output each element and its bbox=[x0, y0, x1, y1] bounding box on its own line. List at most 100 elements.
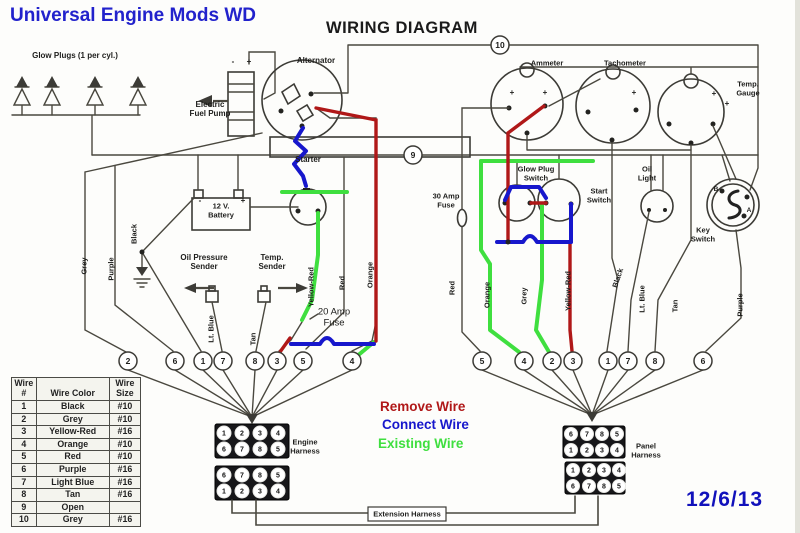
pump-minus-mark: - bbox=[231, 57, 235, 66]
connector-pin-number: 8 bbox=[602, 484, 606, 491]
wire-color-cell: Black bbox=[35, 400, 110, 414]
wire-number: 2 bbox=[550, 356, 555, 366]
connector-pin bbox=[612, 463, 626, 477]
engine-wire-run-label: Yellow-Red bbox=[306, 266, 316, 308]
wire-number: 7 bbox=[626, 356, 631, 366]
tachometer-label: Tachometer bbox=[604, 58, 646, 68]
connector-pin-number: 5 bbox=[276, 473, 280, 480]
ground-symbol bbox=[133, 267, 151, 288]
fuel-pump-symbol bbox=[198, 51, 276, 137]
glow-plugs-label: Glow Plugs (1 per cyl.) bbox=[32, 51, 118, 60]
panel-wire-run-label: Purple bbox=[735, 293, 745, 317]
wire-size-cell: #10 bbox=[108, 450, 142, 464]
engine-harness-label: Harness bbox=[290, 446, 320, 456]
page-title: Universal Engine Mods WD bbox=[10, 5, 256, 26]
ammeter-plus-mark: + bbox=[509, 88, 515, 97]
wire-number: 7 bbox=[221, 356, 226, 366]
oil-sender-label: Oil Pressure bbox=[180, 253, 228, 262]
harness-fan-line bbox=[251, 369, 256, 418]
connector-pin-number: 7 bbox=[585, 432, 589, 439]
connector-pin-number: 2 bbox=[240, 489, 244, 496]
connector-pin bbox=[216, 425, 232, 441]
fuse-20-label: Fuse bbox=[323, 317, 345, 329]
connector-pin-number: 8 bbox=[258, 473, 262, 480]
connector-pin bbox=[270, 425, 286, 441]
wire-size-cell: #16 bbox=[108, 488, 142, 502]
legend-existing-wire: Existing Wire bbox=[378, 436, 464, 451]
wire-number: 1 bbox=[201, 356, 206, 366]
key-switch-label: Key bbox=[696, 225, 710, 235]
engine-fan-arrow bbox=[246, 414, 258, 424]
battery-plus-mark: + bbox=[240, 196, 246, 205]
wire-number: 5 bbox=[480, 356, 485, 366]
engine-wire-run-label: Black bbox=[129, 223, 139, 245]
harness-fan-line bbox=[251, 369, 353, 418]
diagram-date: 12/6/13 bbox=[686, 488, 764, 511]
connector-pin-number: 1 bbox=[571, 468, 575, 475]
wire-number-circle bbox=[490, 35, 510, 55]
panel-fan-arrow bbox=[586, 412, 598, 422]
extension-harness-label-box bbox=[367, 506, 447, 522]
panel-wire-run-label: Lt. Blue bbox=[637, 285, 647, 313]
connector-pin bbox=[216, 467, 232, 483]
connector-pin-number: 4 bbox=[617, 468, 621, 475]
wire-size-cell: #16 bbox=[108, 462, 142, 477]
wire-number-circle bbox=[403, 145, 423, 165]
wire-number-cell: 5 bbox=[11, 450, 37, 464]
ammeter-plus-mark: + bbox=[542, 88, 548, 97]
wire-number: 4 bbox=[522, 356, 527, 366]
wire-size-cell bbox=[108, 500, 142, 515]
fuel-pump-label: Electric bbox=[195, 100, 225, 109]
wire-number-cell: 1 bbox=[11, 400, 37, 414]
connector-pin-number: 7 bbox=[240, 473, 244, 480]
start-switch-label: Start bbox=[590, 186, 608, 196]
fuse-30-label: Fuse bbox=[437, 200, 455, 210]
wire-size-cell: #16 bbox=[108, 475, 142, 490]
connector-pin-number: 3 bbox=[600, 448, 604, 455]
connect-wire-overlays bbox=[289, 126, 573, 346]
legend-remove-wire: Remove Wire bbox=[380, 399, 466, 414]
wire-number-circle bbox=[293, 351, 313, 371]
engine-wire-run-label: Lt. Blue bbox=[206, 315, 216, 343]
connector-pin bbox=[216, 483, 232, 499]
harness-fan-line bbox=[523, 369, 593, 416]
wire-number-circle bbox=[118, 351, 138, 371]
fuse-20-label: 20 Amp bbox=[317, 306, 351, 318]
battery-symbol bbox=[191, 154, 299, 231]
harness-fan-line bbox=[551, 369, 593, 416]
tach-plus-mark: + bbox=[631, 88, 637, 97]
connector-pin-number: 5 bbox=[276, 447, 280, 454]
temp-sender-label: Sender bbox=[258, 262, 286, 271]
wire-color-cell: Orange bbox=[35, 437, 110, 452]
engine-harness-connector bbox=[214, 423, 290, 501]
oil-light-label: Oil bbox=[641, 164, 653, 174]
starter-box bbox=[269, 136, 471, 158]
alternator-symbol bbox=[261, 59, 343, 141]
connector-pin-number: 1 bbox=[222, 489, 226, 496]
wire-number-circle bbox=[598, 351, 618, 371]
wire-number: 6 bbox=[173, 356, 178, 366]
connector-pin-number: 7 bbox=[240, 447, 244, 454]
pump-plus-mark: + bbox=[246, 57, 252, 66]
scan-edge-artifact bbox=[795, 0, 800, 533]
ammeter-label: Ammeter bbox=[530, 58, 564, 68]
engine-wire-run-label: Red bbox=[337, 275, 347, 291]
panel-harness-label: Panel bbox=[635, 441, 657, 451]
wire-number-cell: 10 bbox=[11, 513, 37, 527]
temp-gauge-label: Gauge bbox=[736, 88, 760, 98]
oil-sender-symbol bbox=[184, 283, 223, 352]
wire-color-cell: Red bbox=[35, 450, 110, 464]
fuel-pump-label: Fuel Pump bbox=[189, 109, 231, 118]
oil-light-label: Light bbox=[637, 173, 657, 183]
wire-color-cell: Grey bbox=[35, 412, 110, 427]
connector-pin bbox=[582, 463, 596, 477]
connector-pin bbox=[595, 427, 609, 441]
wire-table-header-cell: Wire Color bbox=[35, 377, 110, 401]
wire-size-cell: #10 bbox=[108, 412, 142, 427]
